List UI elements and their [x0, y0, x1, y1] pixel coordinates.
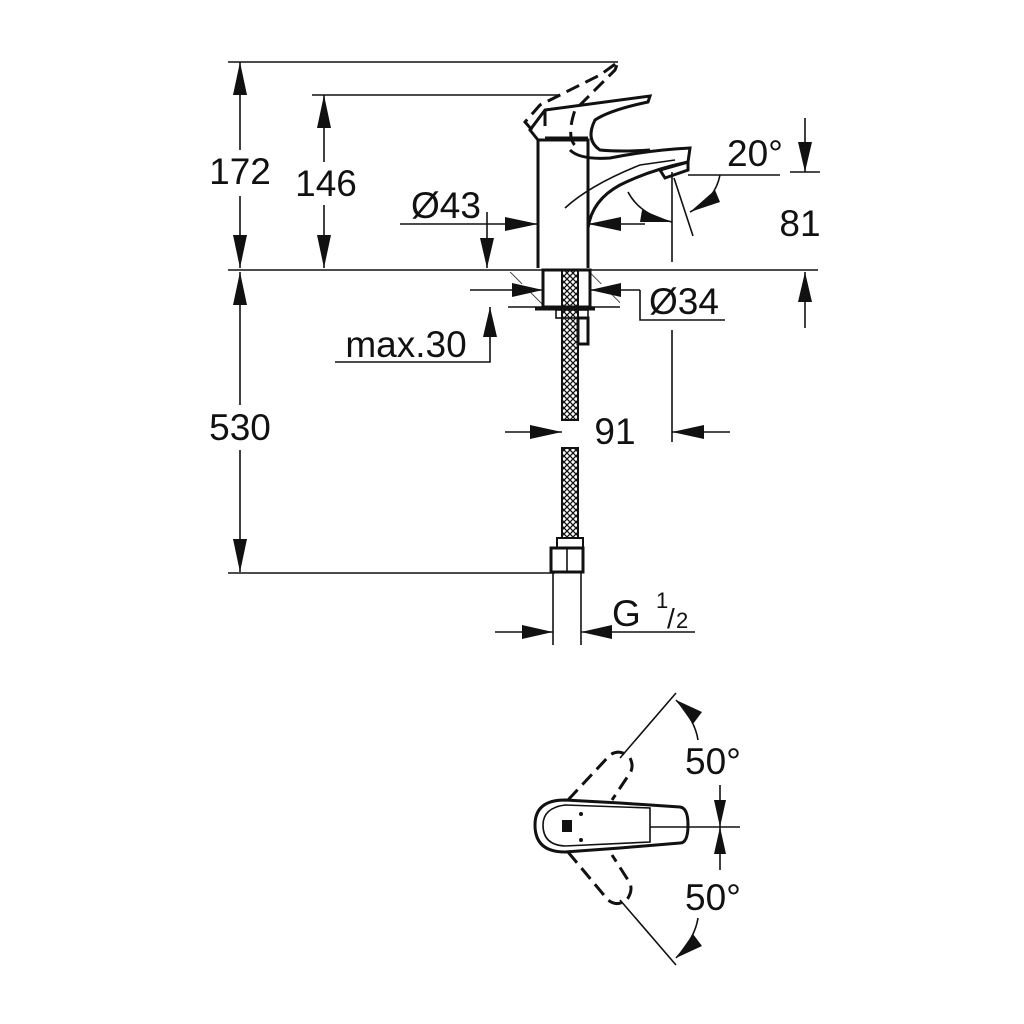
dim-thread-size: G 1 / 2: [612, 588, 688, 634]
dim-spout-clearance: 81: [779, 203, 820, 244]
side-view: 172 146 Ø43 20° 81: [209, 57, 821, 645]
dim-max-deck-thickness: max.30: [345, 324, 466, 365]
svg-text:2: 2: [676, 608, 688, 633]
dim-hole-diameter: Ø34: [649, 281, 719, 322]
supply-hose: [549, 269, 585, 574]
svg-text:1: 1: [656, 588, 668, 613]
dim-total-height: 172: [209, 151, 271, 192]
dim-hose-length: 530: [209, 407, 271, 448]
top-view: 50° 50°: [533, 692, 741, 966]
dim-spout-angle: 20°: [727, 133, 783, 174]
dim-spout-reach: 91: [594, 411, 635, 452]
dim-rotation-right: 50°: [685, 877, 741, 918]
dim-spout-height: 146: [295, 163, 357, 204]
dim-body-diameter: Ø43: [411, 185, 481, 226]
svg-text:G: G: [612, 593, 641, 634]
dim-rotation-left: 50°: [685, 741, 741, 782]
faucet-body: [523, 57, 692, 268]
svg-text:/: /: [667, 603, 675, 634]
